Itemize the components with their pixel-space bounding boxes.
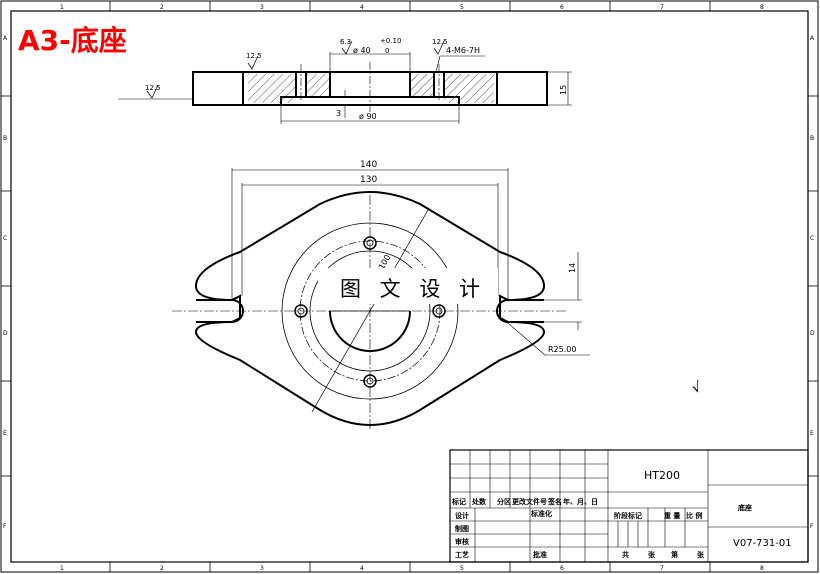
row-design: 设计: [455, 511, 469, 520]
part-name: 底座: [738, 503, 752, 512]
zone-letter: F: [810, 523, 814, 530]
scale-label: 比 例: [686, 511, 702, 520]
dimension-overall: 140: [360, 160, 377, 170]
zone-number: 4: [360, 565, 364, 572]
sheets-unit: 张: [697, 550, 705, 559]
zone-number: 3: [260, 565, 264, 572]
header-sign: 签名: [547, 497, 562, 506]
zone-number: 8: [760, 565, 764, 572]
sheet-number: 第: [671, 550, 678, 559]
tolerance-upper: +0.10: [380, 37, 401, 45]
boss-height: 3: [336, 109, 341, 118]
zone-number: 5: [460, 4, 464, 11]
height-dimension: 15: [559, 85, 568, 95]
boss-diameter: ø 90: [359, 112, 377, 121]
tolerance-lower: 0: [385, 47, 389, 55]
header-doc: 更改文件号: [512, 497, 547, 506]
left-slot: [196, 299, 244, 323]
zone-letter: F: [3, 523, 7, 530]
zone-number: 7: [660, 4, 664, 11]
general-roughness-symbol: √: [690, 379, 704, 397]
roughness-label: 6.3: [340, 38, 351, 46]
slot-dimension: 14: [568, 263, 577, 273]
header-zone: 分区: [497, 497, 511, 506]
zone-number: 2: [160, 4, 164, 11]
zone-letter: B: [3, 135, 7, 142]
row-standard: 标准化: [530, 509, 552, 518]
section-view: 12.5 12.5 6.3 12.5 ø 40 +0.10 0 4-M6-7H …: [118, 37, 572, 124]
zone-letter: E: [3, 430, 7, 437]
section-hatch: [410, 74, 434, 96]
row-check: 审核: [455, 537, 469, 546]
section-hatch: [444, 74, 494, 103]
zone-letter: C: [3, 235, 7, 242]
diameter-leader: [311, 209, 429, 413]
border-numbers: 1 2 3 4 5 6 7 8 1 2 3 4 5 6 7 8: [60, 4, 764, 572]
sheets-total: 共: [622, 550, 629, 559]
bore-diameter: ø 40: [353, 46, 371, 55]
sheet-title: A3-底座: [18, 24, 127, 57]
zone-number: 8: [760, 4, 764, 11]
material-label: HT200: [644, 469, 680, 482]
zone-letter: B: [810, 135, 814, 142]
zone-number: 7: [660, 565, 664, 572]
watermark-stamp: 图 文 设 计: [340, 277, 486, 301]
drawing-number: V07-731-01: [733, 538, 792, 549]
zone-number: 5: [460, 565, 464, 572]
sheets-unit: 张: [648, 550, 656, 559]
zone-letter: E: [810, 430, 814, 437]
border-letters: A B C D E F A B C D E F: [3, 35, 815, 530]
weight-label: 重 量: [664, 511, 680, 520]
dimension-inner: 130: [360, 175, 377, 185]
inner-border: [10, 10, 809, 563]
title-block: HT200 底座 V07-731-01 标记 处数 分区 更改文件号 签名 年、…: [449, 449, 809, 563]
zone-number: 2: [160, 565, 164, 572]
roughness-label: 12.5: [432, 38, 448, 46]
stamp-background: [318, 268, 498, 304]
header-marks: 标记: [451, 497, 466, 506]
zone-letter: C: [810, 235, 814, 242]
roughness-label: 12.5: [145, 84, 161, 92]
zone-number: 4: [360, 4, 364, 11]
row-approve: 批准: [533, 550, 547, 559]
zone-number: 1: [60, 4, 64, 11]
zone-number: 6: [560, 4, 564, 11]
section-hatch: [248, 74, 296, 103]
row-draw: 制图: [455, 524, 469, 533]
row-process: 工艺: [455, 550, 469, 559]
radius-label: R25.00: [548, 345, 576, 354]
thread-label: 4-M6-7H: [446, 46, 480, 55]
zone-number: 6: [560, 565, 564, 572]
section-hatch: [306, 74, 330, 96]
zone-number: 3: [260, 4, 264, 11]
header-count: 处数: [471, 497, 487, 506]
zone-letter: D: [810, 330, 815, 337]
roughness-label: 12.5: [246, 52, 262, 60]
zone-letter: A: [3, 35, 8, 42]
zone-number: 1: [60, 565, 64, 572]
zone-letter: A: [810, 35, 815, 42]
zone-letter: D: [3, 330, 8, 337]
stage-mark: 阶段标记: [614, 511, 642, 520]
roughness-symbols: [146, 40, 445, 99]
header-date: 年、月、日: [563, 497, 598, 506]
